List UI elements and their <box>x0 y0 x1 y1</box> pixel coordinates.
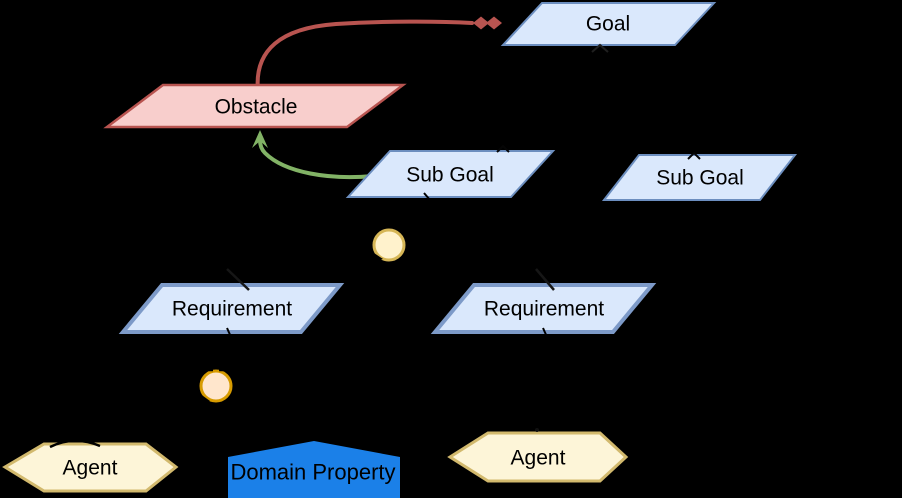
double-diamond-arrowhead <box>486 16 502 30</box>
requirement-1-shape[interactable] <box>118 283 345 334</box>
node-requirement-2[interactable]: Requirement <box>430 283 657 334</box>
junction-1-top-artifact <box>381 225 392 228</box>
sub-goal-1-shape[interactable] <box>345 150 556 198</box>
agent-2-top-artifact <box>535 428 539 432</box>
junction-2-bottom-artifact <box>198 393 210 404</box>
edge-obstruction[interactable] <box>255 16 502 93</box>
node-agent-1[interactable]: Agent <box>2 442 179 493</box>
junction-1-bottom-artifact <box>370 251 383 262</box>
edge-resolution[interactable] <box>252 130 375 180</box>
requirement-2-bottom-artifact <box>542 327 548 338</box>
node-requirement-1[interactable]: Requirement <box>118 283 345 334</box>
requirement-2-shape[interactable] <box>430 283 657 334</box>
node-sub-goal-2[interactable]: Sub Goal <box>601 154 798 201</box>
junction-circle-1[interactable] <box>372 228 406 262</box>
double-diamond-arrowhead <box>473 16 489 30</box>
resolution-curve[interactable] <box>258 138 375 180</box>
requirement-1-bottom-artifact <box>226 327 232 338</box>
goal-shape[interactable] <box>500 1 717 46</box>
connector-artifacts <box>49 43 701 449</box>
sub-goal-1-bottom-artifact <box>423 192 431 201</box>
requirement-2-top-artifact <box>535 268 555 291</box>
domain-property-shape[interactable] <box>228 441 400 498</box>
sub-goal-2-shape[interactable] <box>601 154 798 201</box>
junction-circle-2[interactable] <box>199 369 233 403</box>
goal-bottom-arrow-artifact <box>591 43 609 53</box>
obstacle-shape[interactable] <box>103 83 407 129</box>
thin-arrowhead <box>252 130 268 148</box>
agent-1-top-artifact <box>49 439 101 449</box>
node-agent-2[interactable]: Agent <box>447 431 629 483</box>
agent-1-shape[interactable] <box>2 442 179 493</box>
agent-2-shape[interactable] <box>447 431 629 483</box>
requirement-1-top-artifact <box>226 268 250 291</box>
obstruction-curve[interactable] <box>255 19 474 93</box>
sub-goal-1-top-artifact <box>496 144 510 153</box>
sub-goal-2-top-artifact <box>687 151 701 160</box>
